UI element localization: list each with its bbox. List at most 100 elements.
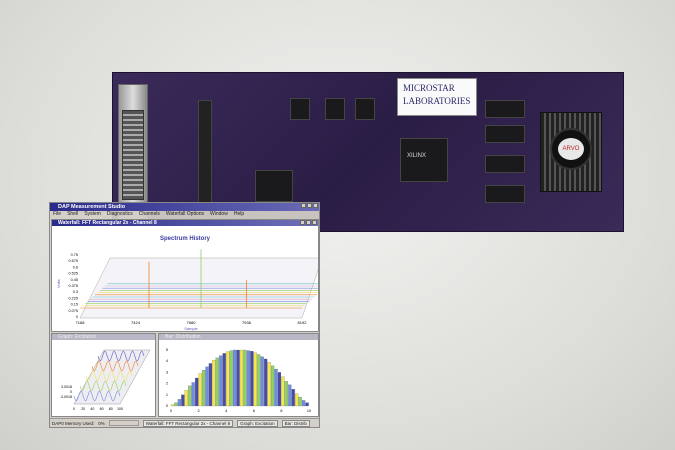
bar [253, 352, 257, 407]
bar [198, 373, 202, 407]
bar [219, 355, 223, 407]
excitation-trace [73, 390, 121, 402]
menu-item[interactable]: File [53, 211, 62, 217]
y-tick-label: 4 [166, 359, 168, 363]
bar [191, 382, 195, 407]
excitation-trace [85, 370, 133, 382]
y-tick-label: -3.0018 [60, 395, 72, 399]
x-tick-label: 20 [81, 407, 85, 411]
chip [255, 170, 293, 202]
chip [325, 98, 345, 120]
bar [181, 394, 185, 407]
y-tick-label: 0 [166, 404, 168, 408]
menu-item[interactable]: System [84, 211, 101, 217]
y-tick-label: 0 [76, 315, 78, 319]
bar [215, 357, 219, 407]
y-tick-label: 1 [166, 393, 168, 397]
bar [257, 354, 261, 407]
bar [174, 402, 178, 407]
task-waterfall[interactable]: Waterfall: FFT Rectangular 2x - Channel … [142, 419, 234, 427]
bar [295, 393, 299, 407]
y-axis-label: Volts [56, 279, 61, 288]
x-tick-label: 0 [73, 407, 75, 411]
bar [305, 402, 309, 407]
bar [281, 376, 285, 407]
bar [229, 350, 233, 407]
bar [232, 349, 237, 407]
bar [226, 351, 230, 407]
menu-item[interactable]: Shell [67, 211, 79, 217]
x-tick-label: 0 [170, 409, 172, 413]
bar [302, 400, 306, 407]
memory-chip [485, 185, 525, 203]
y-tick-label: 2 [166, 382, 168, 386]
menu-item[interactable]: Waterfall Options [165, 211, 205, 217]
bar [288, 384, 292, 407]
bar [270, 365, 275, 407]
menu-item[interactable]: Channels [138, 211, 160, 217]
x-tick-label: 8192 [298, 320, 308, 325]
x-tick-label: 6 [253, 409, 255, 413]
x-tick-label: 2 [198, 409, 200, 413]
memory-chip [485, 100, 525, 118]
close-button[interactable] [312, 220, 317, 225]
y-tick-label: 3 [166, 370, 168, 374]
chip [355, 98, 375, 120]
bar [250, 351, 254, 407]
task-excitation[interactable]: Graph: Excitation [237, 419, 278, 427]
x-tick-label: 7936 [242, 320, 252, 325]
bar [246, 350, 251, 407]
y-tick-label: 0.45 [71, 278, 78, 282]
y-tick-label: 0.225 [68, 296, 78, 300]
x-tick-label: 10 [307, 409, 311, 413]
bar [212, 359, 216, 407]
dsub-connector [122, 110, 144, 200]
y-tick-label: 0.3 [73, 290, 78, 294]
bar [239, 349, 244, 407]
plot-floor [73, 349, 151, 405]
bar [298, 396, 302, 407]
excitation-trace [97, 350, 145, 362]
maximize-button[interactable] [306, 220, 311, 225]
bar [195, 377, 199, 407]
bar [236, 349, 240, 407]
x-tick-label: 4 [225, 409, 227, 413]
x-tick-label: 40 [90, 407, 94, 411]
waterfall-window[interactable]: Waterfall: FFT Rectangular 2x - Channel … [51, 219, 330, 332]
y-tick-label: 0.6 [73, 265, 78, 269]
x-tick-label: 80 [109, 407, 113, 411]
bar [277, 372, 282, 407]
fan-label: ARVO [558, 138, 584, 160]
bar [188, 385, 192, 407]
y-tick-label: 0 [70, 390, 72, 394]
maximize-button[interactable] [307, 203, 312, 208]
close-button[interactable] [313, 203, 318, 208]
menu-item[interactable]: Window [210, 211, 228, 217]
y-tick-label: 5 [166, 348, 168, 352]
chart-title: Spectrum History [160, 236, 211, 242]
bar [222, 353, 226, 407]
x-tick-label: 7168 [76, 320, 86, 325]
x-tick-label: 100 [117, 407, 123, 411]
menu-item[interactable]: Diagnostics [106, 211, 133, 217]
minimize-button[interactable] [300, 220, 305, 225]
menu-bar: File Shell System Diagnostics Channels Waterf… [50, 211, 319, 218]
fpga-chip: XILINX [400, 138, 448, 182]
y-tick-label: 0.075 [68, 309, 78, 313]
bar [243, 349, 247, 407]
menu-item[interactable]: Help [233, 211, 245, 217]
bar [291, 389, 295, 407]
bar [170, 404, 175, 407]
waterfall-chart: Spectrum History00.0750.150.2250.30.3750… [56, 236, 330, 331]
bar [264, 358, 268, 407]
task-distribution[interactable]: Bar: Distrib [281, 419, 310, 427]
y-tick-label: 0.375 [68, 284, 78, 288]
title-bar: DAP Measurement Studio [50, 203, 319, 211]
y-tick-label: 0.675 [68, 259, 78, 263]
chip [290, 98, 310, 120]
minimize-button[interactable] [301, 203, 306, 208]
bar [274, 368, 278, 407]
